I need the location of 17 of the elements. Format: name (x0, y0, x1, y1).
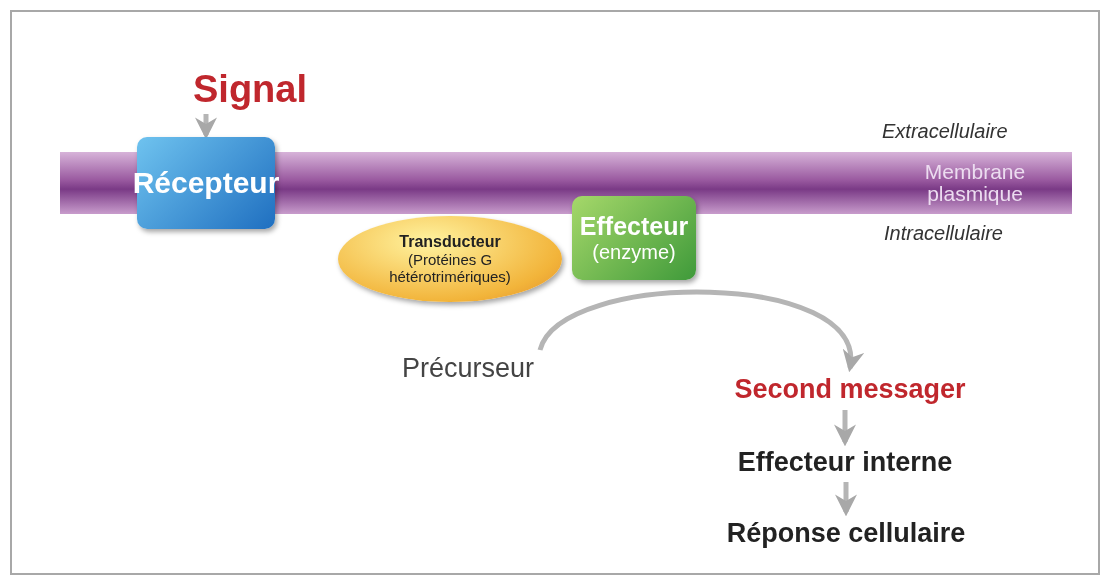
node-title: Transducteur (399, 232, 501, 251)
arrow (195, 114, 217, 140)
cellular-response-label: Réponse cellulaire (676, 514, 1016, 552)
effector-box (572, 196, 696, 280)
arrow (834, 410, 856, 447)
second-messenger-label: Second messager (712, 370, 988, 408)
internal-effector-label: Effecteur interne (690, 444, 1000, 480)
membrane-label: Membrane plasmique (923, 161, 1027, 205)
node-title: Effecteur (579, 212, 689, 241)
node-subtitle: (Protéines G hétérotrimériques) (388, 250, 512, 286)
intracellular-label: Intracellulaire (884, 222, 1003, 245)
extracellular-label: Extracellulaire (882, 120, 1008, 143)
node-title: Récepteur (132, 165, 280, 201)
node-subtitle: (enzyme) (592, 240, 676, 264)
precursor-label: Précurseur (386, 350, 550, 386)
signal-label: Signal (170, 66, 330, 112)
arrow (835, 482, 857, 517)
